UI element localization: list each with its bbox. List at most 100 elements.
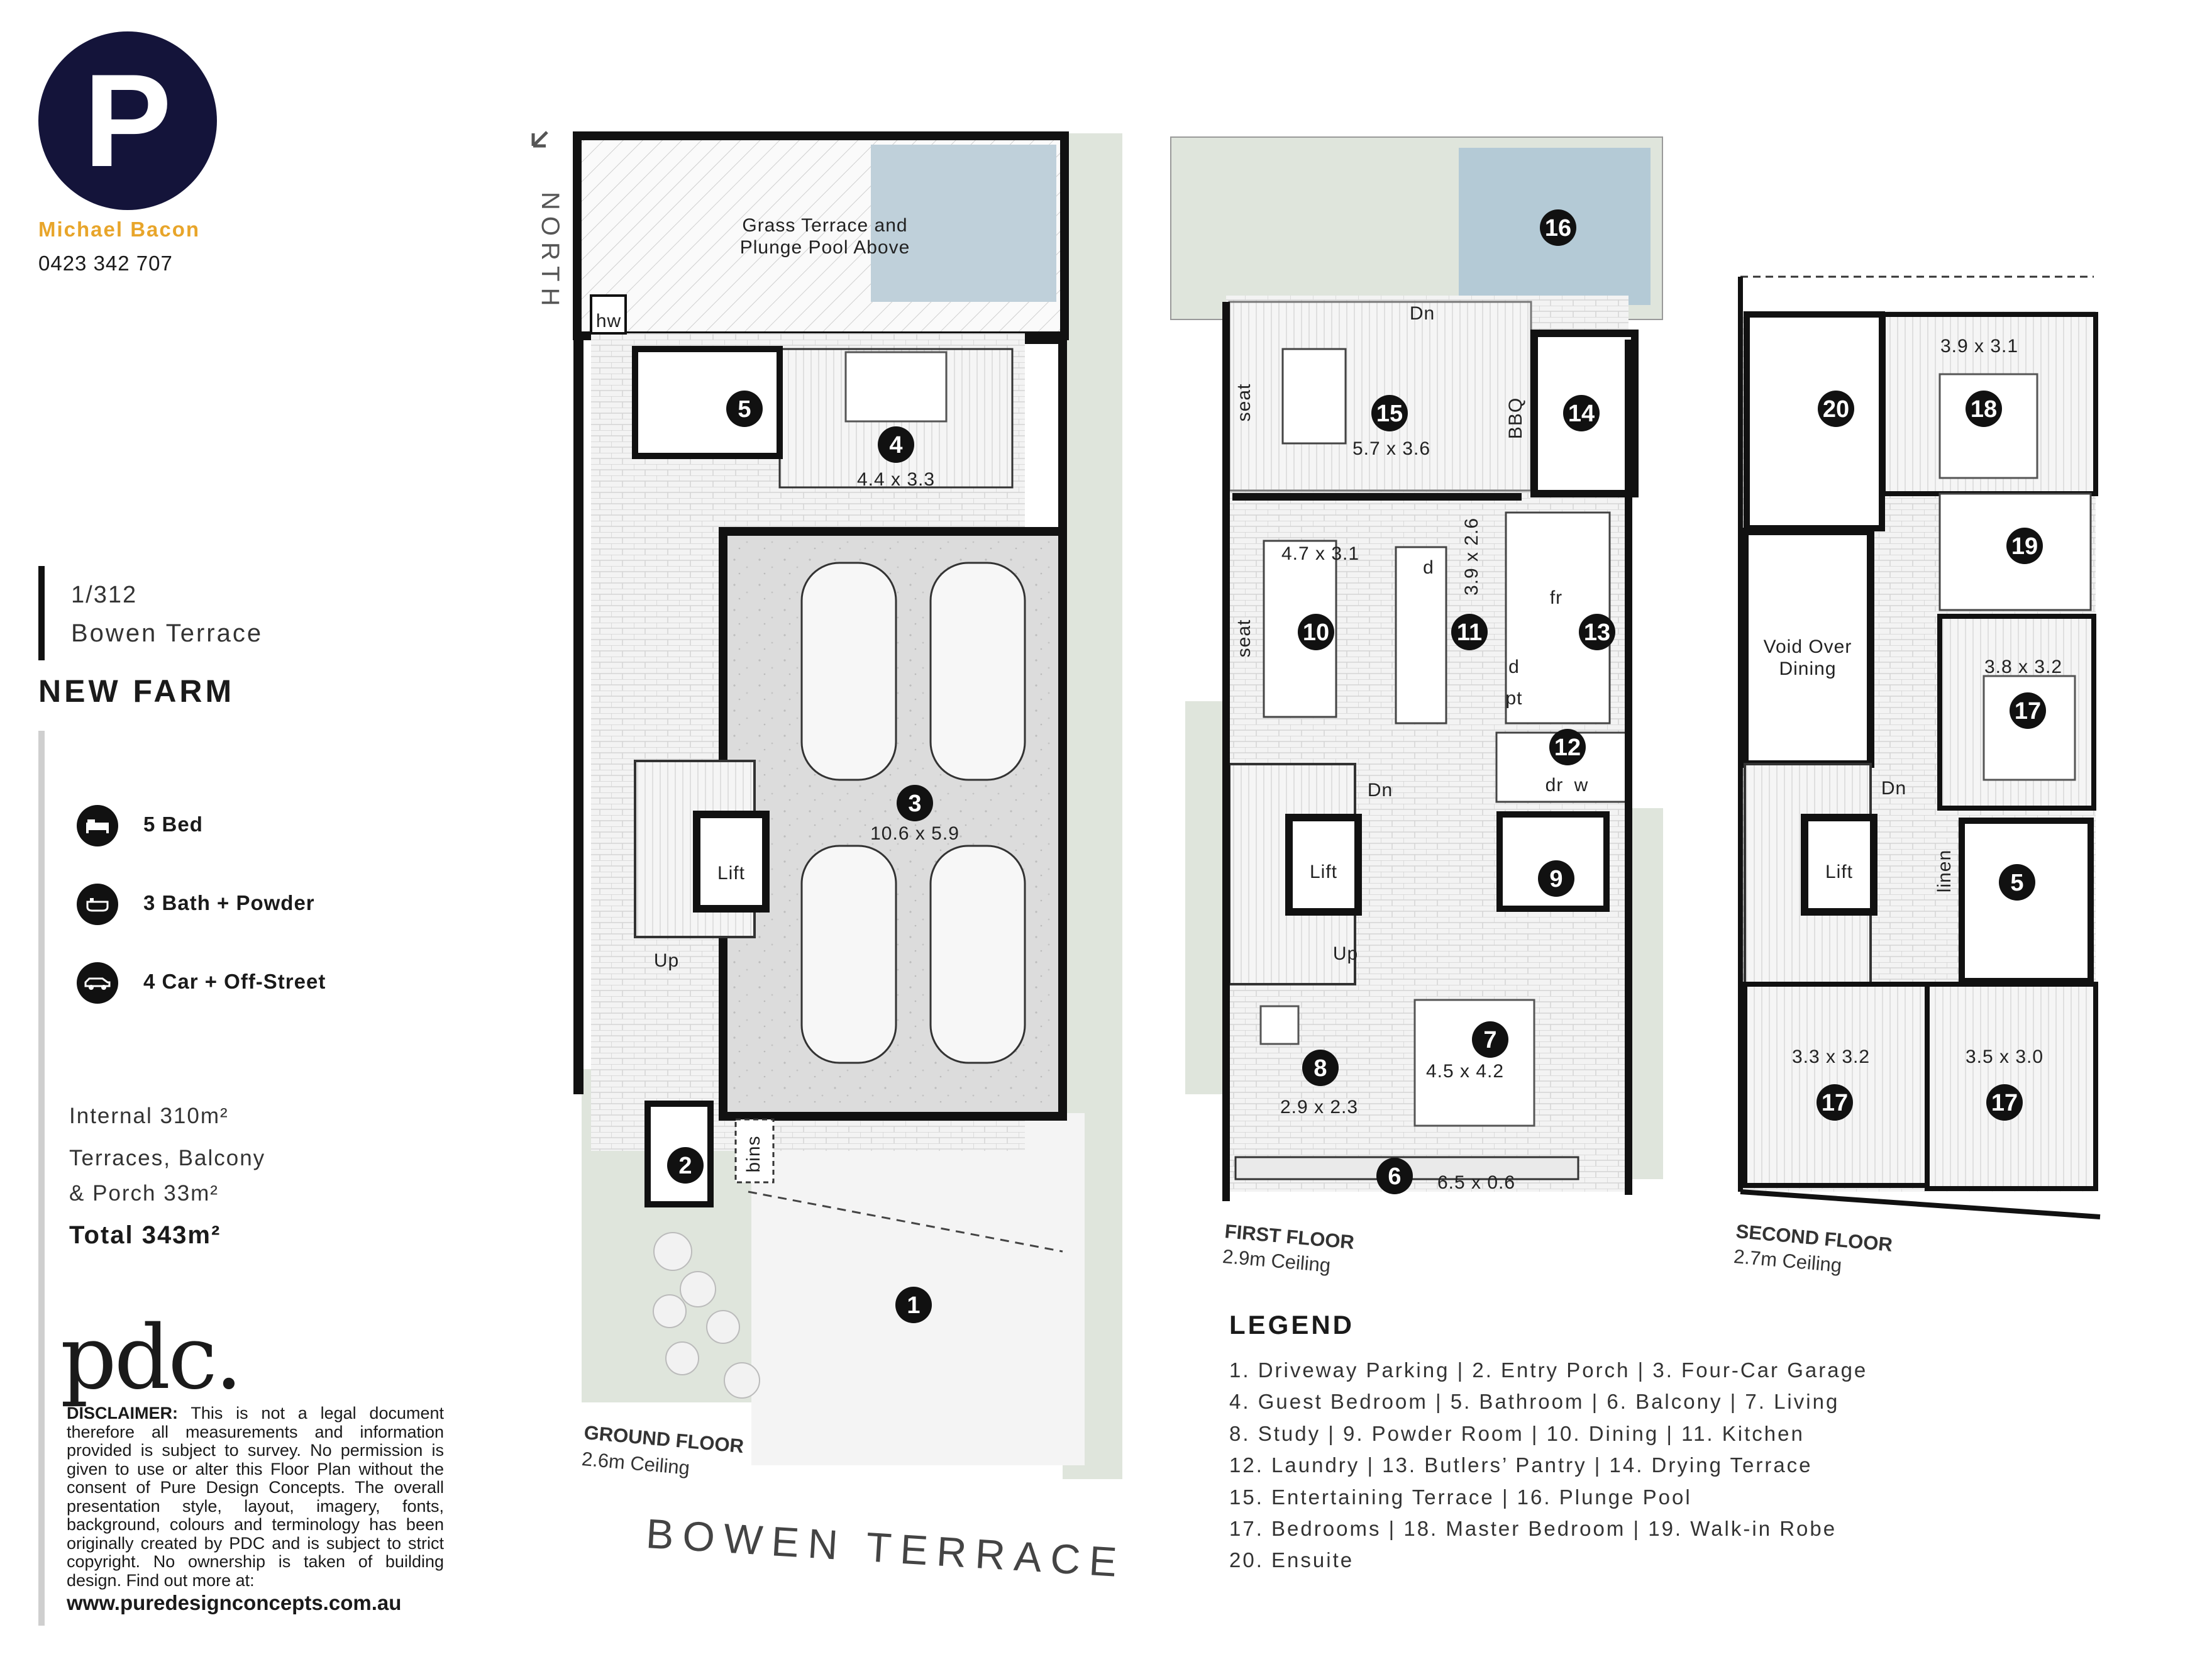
room-badge-f9: 9 <box>1538 860 1574 897</box>
entertaining-terrace <box>1228 301 1532 492</box>
agency-logo-letter: P <box>83 47 172 194</box>
room-badge-f11: 11 <box>1451 614 1488 650</box>
spec-bath: 3 Bath + Powder <box>143 891 315 914</box>
svg-text:2: 2 <box>678 1153 692 1179</box>
room-badge-f14: 14 <box>1563 395 1600 431</box>
dishwasher-label-2: d <box>1508 657 1520 677</box>
second-lift <box>1801 814 1877 916</box>
room-badge-s17c: 17 <box>1986 1084 2023 1121</box>
ground-up-label: Up <box>654 950 679 971</box>
room-badge-f6: 6 <box>1376 1158 1413 1194</box>
spec-bed: 5 Bed <box>143 813 203 836</box>
car-1 <box>800 562 897 781</box>
hw-label: hw <box>596 311 621 331</box>
void-label-2: Dining <box>1779 658 1836 679</box>
svg-text:12: 12 <box>1554 735 1581 761</box>
balcony-dims: 6.5 x 0.6 <box>1437 1172 1515 1193</box>
hot-water-unit <box>590 294 627 335</box>
room-badge-g1: 1 <box>895 1287 932 1323</box>
car-3 <box>800 845 897 1064</box>
legend-line-4: 12. Laundry | 13. Butlers’ Pantry | 14. … <box>1229 1453 1813 1477</box>
area-terraces-line2: & Porch 33m² <box>69 1181 219 1206</box>
garage-dims: 10.6 x 5.9 <box>870 823 959 844</box>
svg-text:15: 15 <box>1376 401 1403 427</box>
svg-text:18: 18 <box>1971 396 1997 423</box>
disclaimer-label: DISCLAIMER: <box>67 1404 178 1423</box>
plunge-pool-above <box>871 145 1056 302</box>
washer-label: w <box>1574 775 1589 796</box>
second-lift-label: Lift <box>1825 862 1853 882</box>
bed-icon <box>77 805 118 846</box>
legend-title: LEGEND <box>1229 1310 1355 1340</box>
area-terraces-line1: Terraces, Balcony <box>69 1146 266 1170</box>
room-badge-f12: 12 <box>1549 729 1586 765</box>
void-label-1: Void Over <box>1764 636 1852 657</box>
room-badge-f8: 8 <box>1302 1050 1339 1086</box>
svg-text:10: 10 <box>1303 619 1329 646</box>
disclaimer-text: This is not a legal document therefore a… <box>67 1404 445 1590</box>
bins-area <box>734 1118 775 1184</box>
svg-text:20: 20 <box>1823 396 1849 423</box>
car-4 <box>929 845 1026 1064</box>
room-badge-g5: 5 <box>726 391 763 427</box>
north-arrow-icon <box>531 131 548 148</box>
address-unit: 1/312 <box>71 582 138 608</box>
area-total: Total 343m² <box>69 1221 221 1249</box>
dining-dims: 4.7 x 3.1 <box>1281 543 1359 564</box>
address-accent-bar <box>38 566 45 660</box>
dryer-label: dr <box>1546 775 1564 796</box>
first-floor-plan: Dn seat seat BBQ 5.7 x 3.6 4.7 x 3.1 3.9… <box>1170 136 1663 1277</box>
room-badge-s19: 19 <box>2006 528 2043 564</box>
second-bathroom <box>1959 818 2094 984</box>
first-lift-label: Lift <box>1310 862 1337 882</box>
stepping-stones <box>653 1232 760 1399</box>
guest-bed <box>844 351 948 423</box>
room-badge-s18: 18 <box>1966 391 2002 427</box>
bbq-label: BBQ <box>1505 397 1526 439</box>
svg-text:4: 4 <box>889 432 902 458</box>
svg-text:3: 3 <box>908 791 921 817</box>
bedroom-17a-dims: 3.8 x 3.2 <box>1984 657 2062 677</box>
svg-text:14: 14 <box>1568 401 1595 427</box>
svg-text:6: 6 <box>1388 1163 1401 1190</box>
pantry-label: pt <box>1505 688 1522 709</box>
study-dims: 2.9 x 2.3 <box>1280 1097 1358 1118</box>
ground-lift <box>693 811 770 913</box>
room-badge-f15: 15 <box>1371 395 1408 431</box>
ensuite <box>1744 311 1885 531</box>
room-badge-s5: 5 <box>1999 864 2035 901</box>
svg-text:5: 5 <box>738 396 751 423</box>
legend-line-3: 8. Study | 9. Powder Room | 10. Dining |… <box>1229 1422 1805 1445</box>
legend-line-6: 17. Bedrooms | 18. Master Bedroom | 19. … <box>1229 1517 1837 1540</box>
svg-text:17: 17 <box>1822 1090 1848 1116</box>
fridge-label: fr <box>1550 587 1562 608</box>
website-link[interactable]: www.puredesignconcepts.com.au <box>67 1591 402 1614</box>
svg-text:5: 5 <box>2010 870 2023 896</box>
room-badge-g2: 2 <box>667 1147 704 1184</box>
suburb-title: NEW FARM <box>38 674 235 709</box>
room-badge-g3: 3 <box>897 785 933 821</box>
legend-line-5: 15. Entertaining Terrace | 16. Plunge Po… <box>1229 1485 1692 1509</box>
room-badge-f10: 10 <box>1298 614 1334 650</box>
agency-logo <box>38 31 217 210</box>
legend-line-2: 4. Guest Bedroom | 5. Bathroom | 6. Balc… <box>1229 1390 1840 1413</box>
master-dims: 3.9 x 3.1 <box>1940 336 2018 357</box>
living-dims: 4.5 x 4.2 <box>1426 1061 1504 1082</box>
room-badge-s20: 20 <box>1818 391 1854 427</box>
svg-text:13: 13 <box>1584 619 1610 646</box>
grass-terrace-label-2: Plunge Pool Above <box>740 237 910 258</box>
svg-text:17: 17 <box>1991 1090 2018 1116</box>
room-badge-s17b: 17 <box>1817 1084 1853 1121</box>
ground-floor-ceiling: 2.6m Ceiling <box>581 1448 691 1479</box>
svg-text:17: 17 <box>2015 698 2041 724</box>
kitchen-island <box>1395 546 1447 724</box>
first-dn-stair: Dn <box>1368 780 1393 801</box>
svg-text:8: 8 <box>1313 1055 1327 1082</box>
seat-label-1: seat <box>1234 384 1254 422</box>
kitchen-dims: 3.9 x 2.6 <box>1461 518 1482 596</box>
room-number-badges: 1 2 3 4 5 6 7 8 9 10 11 12 13 14 15 16 5… <box>667 209 2046 1323</box>
grass-terrace-label-1: Grass Terrace and <box>742 215 907 236</box>
first-lift <box>1285 814 1362 916</box>
svg-text:9: 9 <box>1549 866 1562 892</box>
specs-accent-bar <box>38 731 45 1626</box>
